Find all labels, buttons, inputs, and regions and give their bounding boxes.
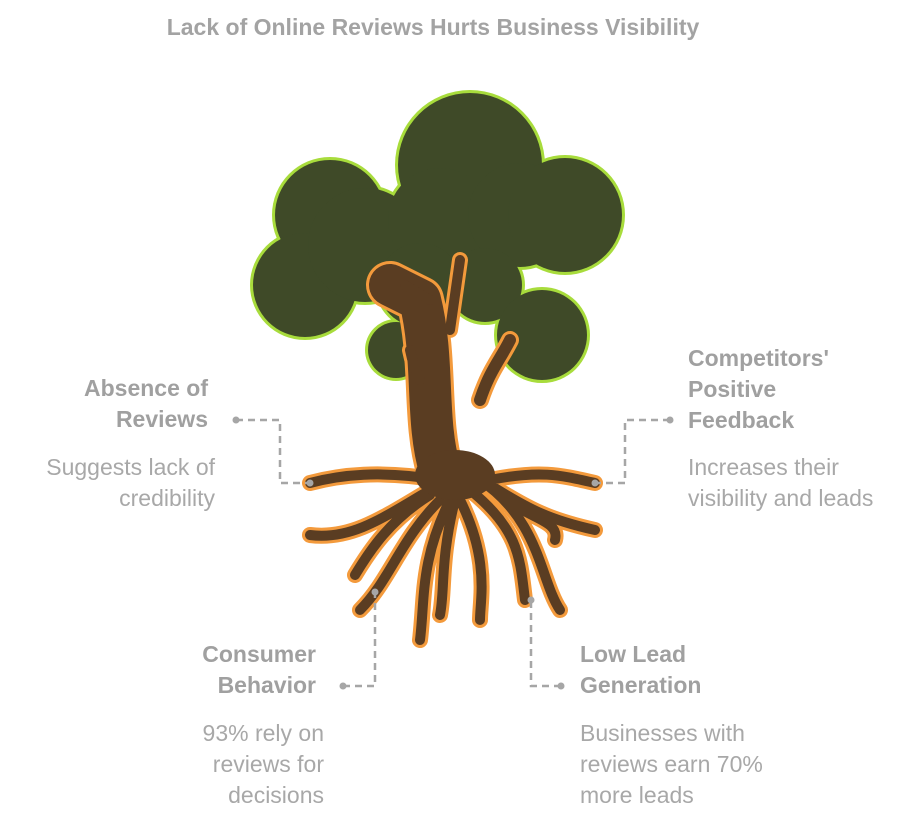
connector-low-lead-generation	[529, 600, 561, 688]
absence-of-reviews-description: Suggests lack of credibility	[46, 452, 215, 514]
description-line: credibility	[119, 485, 215, 511]
heading-line: Positive	[688, 376, 777, 402]
description-line: reviews earn 70%	[580, 751, 763, 777]
absence-of-reviews-heading: Absence of Reviews	[84, 373, 208, 435]
description-line: Suggests lack of	[46, 454, 215, 480]
competitors-feedback-description: Increases their visibility and leads	[688, 452, 873, 514]
low-lead-generation-heading: Low Lead Generation	[580, 639, 701, 701]
description-line: decisions	[228, 782, 324, 808]
heading-line: Low Lead	[580, 641, 687, 667]
heading-line: Reviews	[115, 406, 208, 432]
consumer-behavior-heading: Consumer Behavior	[202, 639, 316, 701]
competitors-feedback-heading: Competitors' Positive Feedback	[688, 343, 829, 436]
heading-line: Consumer	[202, 641, 316, 667]
description-line: Businesses with	[580, 720, 745, 746]
heading-line: Competitors'	[688, 345, 829, 371]
consumer-behavior-description: 93% rely on reviews for decisions	[203, 718, 324, 811]
description-line: visibility and leads	[688, 485, 874, 511]
connector-competitors-feedback	[595, 418, 670, 485]
trunk-and-roots	[302, 252, 603, 648]
description-line: 93% rely on	[202, 720, 324, 746]
description-line: reviews for	[212, 751, 324, 777]
low-lead-generation-description: Businesses with reviews earn 70% more le…	[580, 718, 763, 811]
foliage	[250, 90, 625, 383]
description-line: Increases their	[688, 454, 839, 480]
heading-line: Generation	[580, 672, 702, 698]
diagram-title: Lack of Online Reviews Hurts Business Vi…	[166, 14, 700, 40]
connector-absence-of-reviews	[236, 418, 310, 485]
heading-line: Behavior	[217, 672, 316, 698]
heading-line: Feedback	[688, 407, 795, 433]
description-line: more leads	[580, 782, 694, 808]
heading-line: Absence of	[84, 375, 208, 401]
